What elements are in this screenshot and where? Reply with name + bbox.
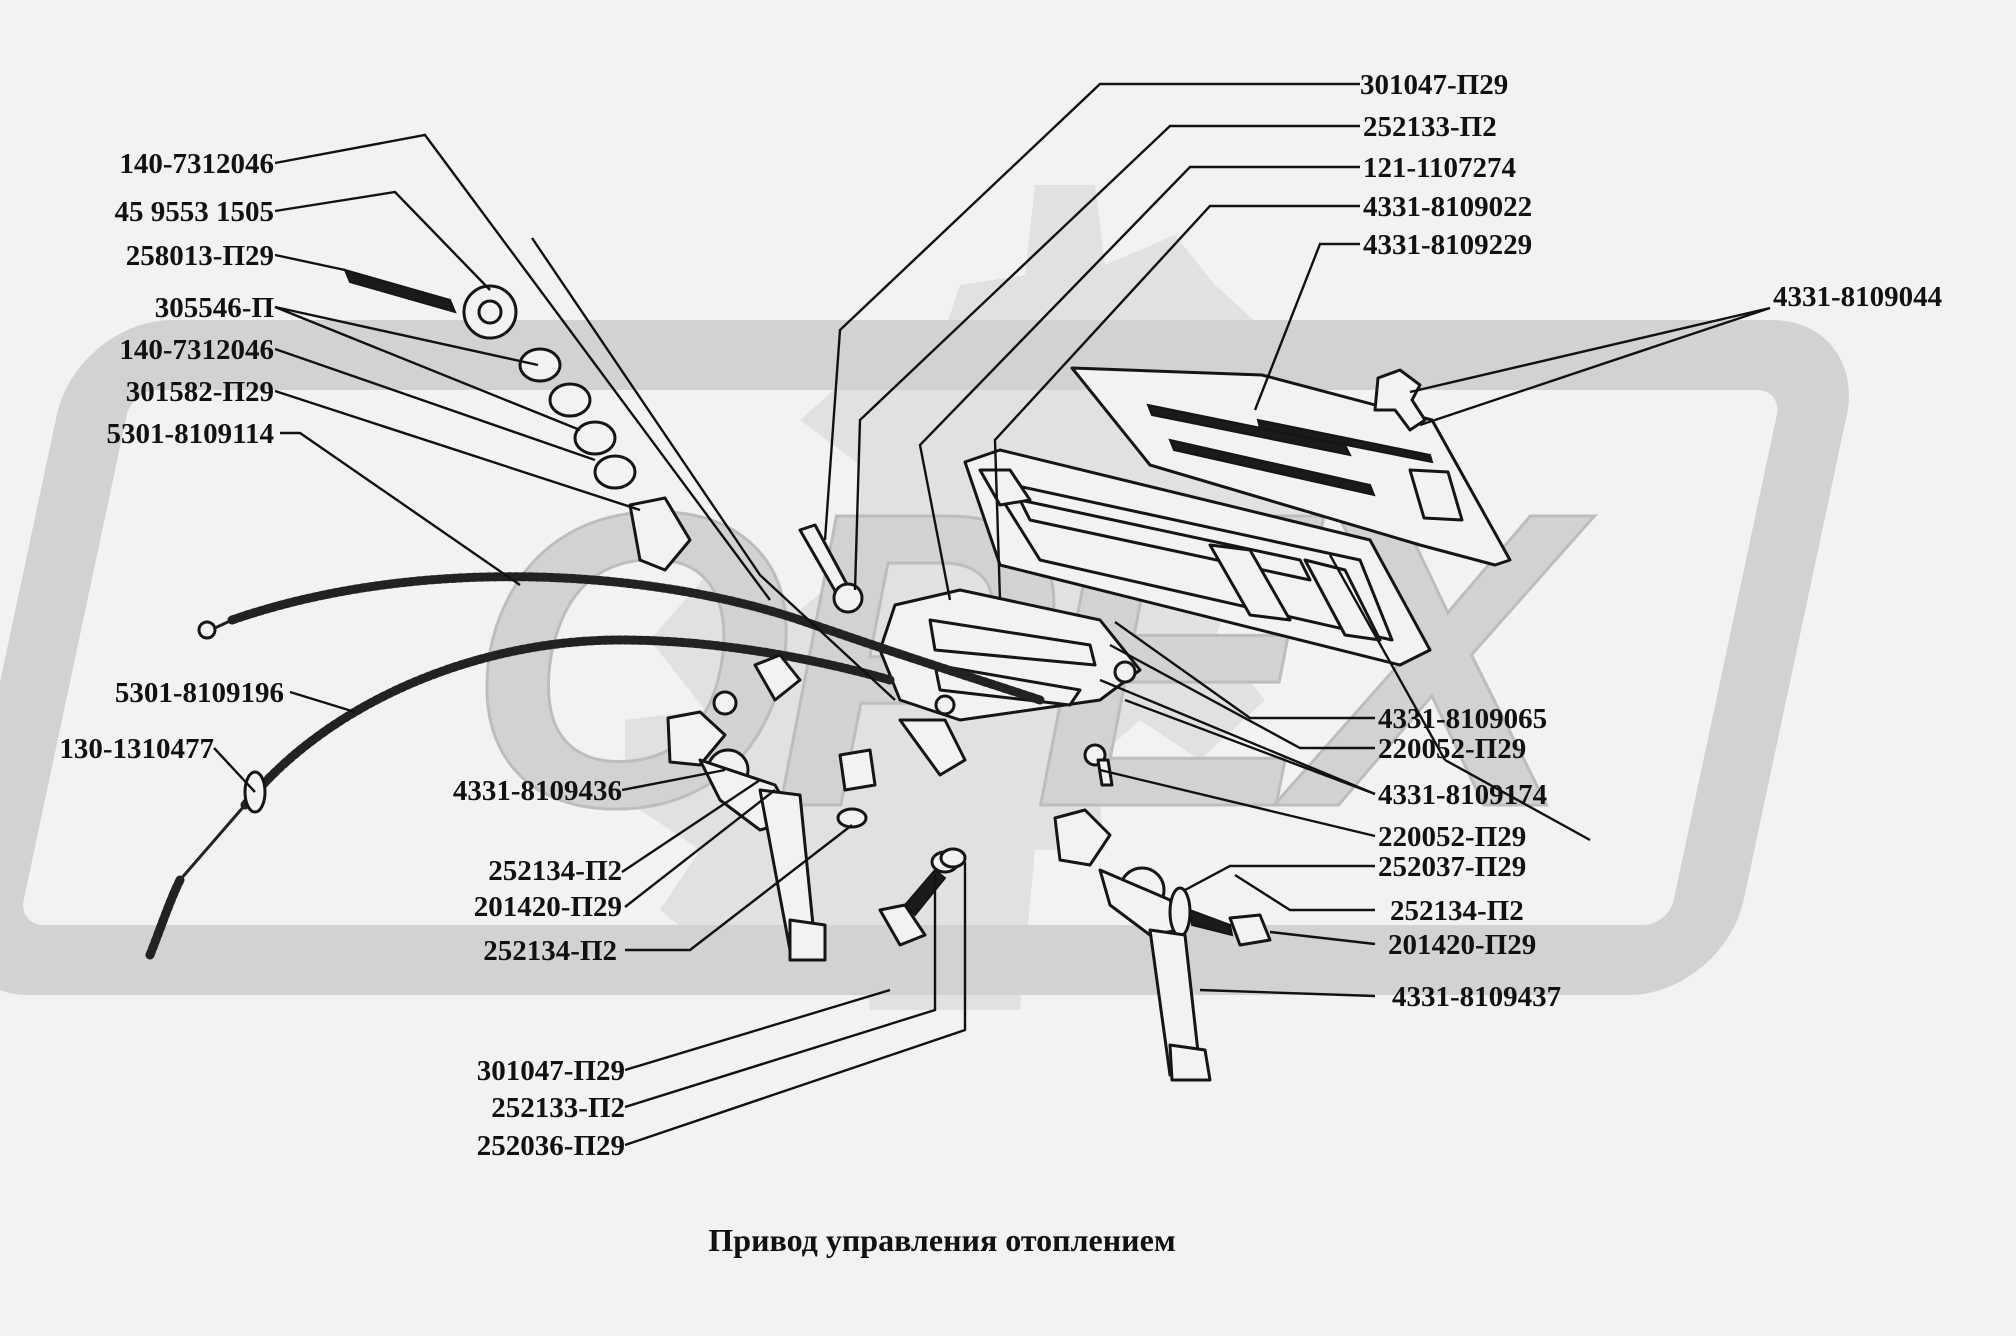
label-130-1310477: 130-1310477	[59, 733, 214, 765]
label-4331-8109044: 4331-8109044	[1773, 281, 1942, 313]
label-301582-p29: 301582-П29	[126, 376, 274, 408]
label-252134-p2-left-a: 252134-П2	[488, 855, 622, 887]
label-4331-8109065: 4331-8109065	[1378, 703, 1547, 735]
part-labels: 301047-П29 252133-П2 121-1107274 4331-81…	[59, 69, 1942, 1162]
bolt-center	[798, 523, 864, 614]
bracket-right	[1053, 808, 1272, 1082]
label-252133-p2-top: 252133-П2	[1363, 111, 1497, 143]
label-301047-p29-bottom: 301047-П29	[477, 1055, 625, 1087]
label-201420-p29-right: 201420-П29	[1388, 929, 1536, 961]
clip-bracket	[1373, 368, 1427, 432]
label-252036-p29: 252036-П29	[477, 1130, 625, 1162]
label-220052-p29-b: 220052-П29	[1378, 821, 1526, 853]
label-220052-p29-a: 220052-П29	[1378, 733, 1526, 765]
label-4331-8109022: 4331-8109022	[1363, 191, 1532, 223]
label-252133-p2-bottom: 252133-П2	[491, 1092, 625, 1124]
diagram-title: Привод управления отоплением	[708, 1222, 1175, 1258]
leader-lines	[213, 82, 1771, 1147]
label-4331-8109437: 4331-8109437	[1392, 981, 1561, 1013]
label-45-9553-1505: 45 9553 1505	[115, 196, 275, 228]
label-252134-p2-left-b: 252134-П2	[483, 935, 617, 967]
hardware-stack	[343, 268, 692, 572]
label-121-1107274: 121-1107274	[1363, 152, 1516, 184]
label-4331-8109174: 4331-8109174	[1378, 779, 1547, 811]
cable-upper	[197, 572, 1045, 705]
control-frame	[963, 448, 1432, 667]
label-252134-p2-right: 252134-П2	[1390, 895, 1524, 927]
label-5301-8109114: 5301-8109114	[106, 418, 274, 450]
watermark-frame	[0, 320, 1849, 995]
label-258013-p29: 258013-П29	[126, 240, 274, 272]
label-140-7312046-b: 140-7312046	[119, 334, 274, 366]
label-140-7312046-a: 140-7312046	[119, 148, 274, 180]
label-4331-8109436: 4331-8109436	[453, 775, 622, 807]
label-305546-p: 305546-П	[155, 292, 274, 324]
label-252037-p29: 252037-П29	[1378, 851, 1526, 883]
label-301047-p29-top: 301047-П29	[1360, 69, 1508, 101]
cable-lower	[145, 635, 895, 960]
bracket-left	[666, 653, 877, 962]
label-4331-8109229: 4331-8109229	[1363, 229, 1532, 261]
label-201420-p29-left: 201420-П29	[474, 891, 622, 923]
label-5301-8109196: 5301-8109196	[115, 677, 284, 709]
screw-center	[1083, 743, 1114, 787]
